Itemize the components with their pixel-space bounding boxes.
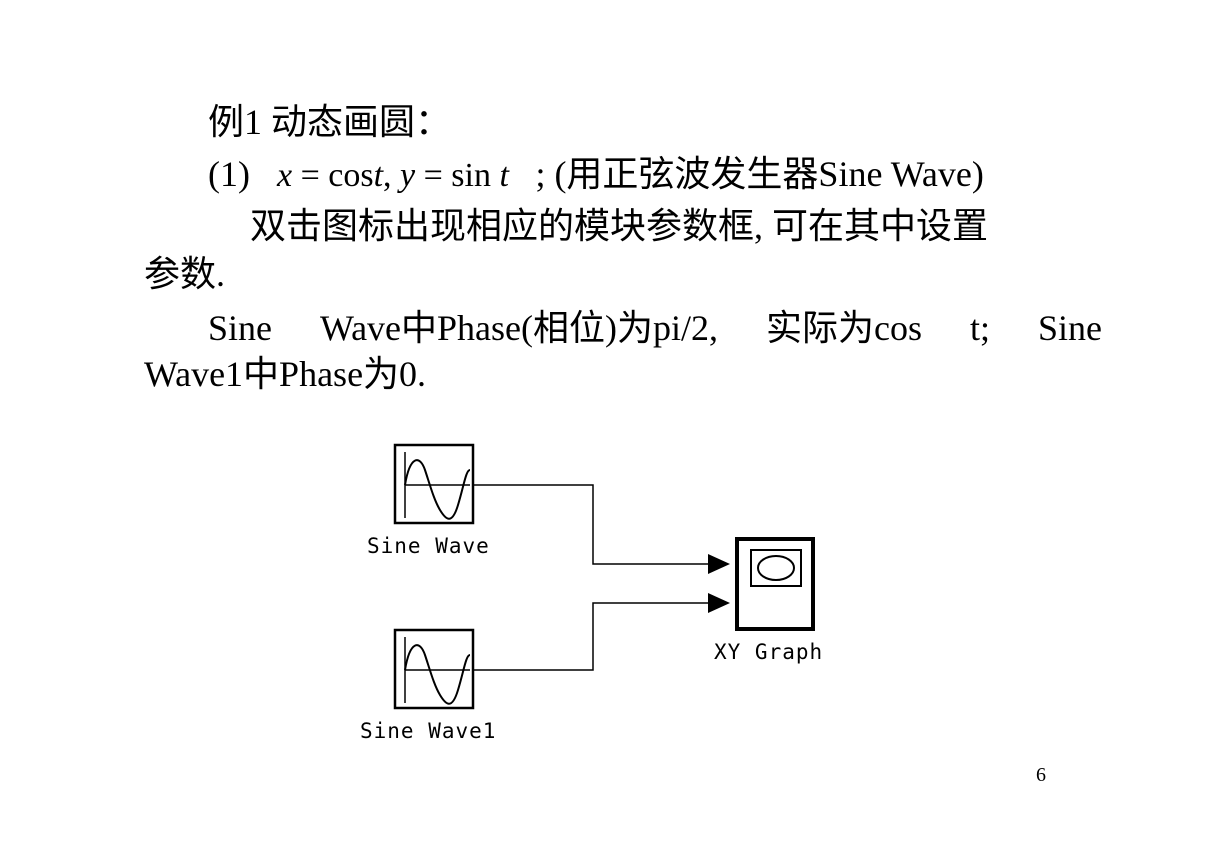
phase-text-part: Sine [1037,308,1102,348]
cos-function: = cos [292,157,374,194]
sin-function: = sin [415,157,491,194]
parametric-equation: x = cost, y = sin t [277,157,517,194]
phase-text-part: Wave中Phase(相位)为pi/2, [319,308,719,348]
sine-wave-block[interactable]: Sine Wave [367,443,490,558]
equation-line: (1) x = cost, y = sin t ; (用正弦波发生器Sine W… [208,152,984,198]
xy-graph-icon [750,549,802,587]
t-variable: t [373,157,384,194]
x-variable: x [276,157,293,194]
example-title: 例1 动态画圆： [208,102,452,142]
page-number: 6 [1036,764,1046,786]
phase-line-cont: Wave1中Phase为0. [144,354,427,394]
y-variable: y [400,157,416,194]
phase-text-part: t; [969,308,990,348]
block-label: XY Graph [714,640,823,664]
phase-line: Sine Wave中Phase(相位)为pi/2, 实际为cos t; Sine [208,306,1102,350]
phase-text-part: 实际为cos [765,308,922,348]
instruction-line-cont: 参数. [144,254,226,294]
xy-graph-block[interactable]: XY Graph [714,537,823,664]
instruction-line: 双击图标出现相应的模块参数框, 可在其中设置 [250,206,989,246]
block-label: Sine Wave [367,534,490,558]
phase-text-part: Sine [208,308,273,348]
sine-wave1-block[interactable]: Sine Wave1 [360,628,496,743]
t-variable: t [499,157,509,194]
signal-line-2[interactable] [473,593,730,671]
arrow-head-icon [708,593,730,613]
comma: , [383,157,401,194]
equation-note: ; (用正弦波发生器Sine Wave) [535,154,984,194]
arrow-head-icon [708,554,730,574]
sine-wave-icon [404,637,471,705]
item-number: (1) [208,154,250,194]
signal-line-1[interactable] [473,484,730,574]
block-label: Sine Wave1 [360,719,496,743]
sine-wave-icon [404,452,471,520]
